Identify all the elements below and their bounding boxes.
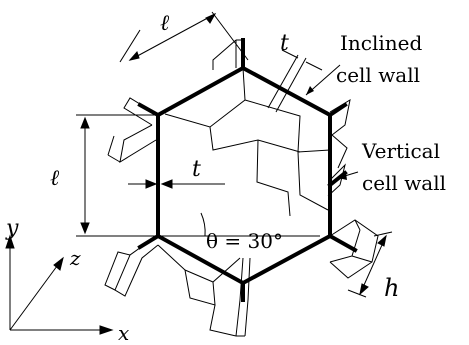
inclined-wall-label-line1: Inclined (340, 31, 422, 55)
vertical-wall-label-line2: cell wall (362, 171, 446, 195)
hexagon-cell-outline (137, 38, 358, 302)
inclined-wall-arrowhead (306, 86, 314, 95)
coordinate-axes (5, 234, 114, 335)
vertical-wall-label-line1: Vertical (361, 139, 440, 163)
angle-marker (158, 212, 320, 237)
dimension-thickness-mid (128, 179, 225, 189)
dimension-length-left (76, 114, 156, 237)
dimension-thickness-top (267, 49, 323, 113)
axis-x-label: x (118, 321, 129, 345)
axis-z-label: z (69, 246, 81, 270)
vertical-wall-arrowhead (338, 173, 347, 180)
dimension-length-top (119, 11, 249, 63)
thickness-top-label: t (280, 31, 289, 56)
extrusion-lines (104, 39, 379, 337)
angle-label: θ = 30° (206, 229, 283, 253)
axis-y-label: y (5, 216, 19, 241)
dimension-depth (347, 231, 393, 298)
length-top-label: ℓ (160, 11, 170, 36)
depth-label: h (384, 274, 399, 302)
thickness-mid-label: t (192, 157, 201, 182)
inclined-wall-label-line2: cell wall (336, 63, 420, 87)
length-left-label: ℓ (50, 166, 60, 191)
